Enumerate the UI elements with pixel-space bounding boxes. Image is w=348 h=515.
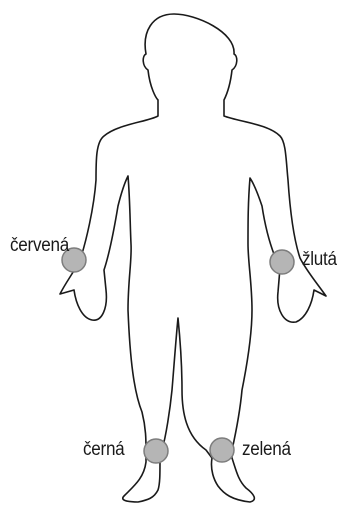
label-left-leg: zelená [242,439,291,461]
electrode-left-leg [210,438,234,462]
label-right-arm: červená [10,235,69,257]
electrode-left-arm [270,250,294,274]
electrode-right-leg [144,439,168,463]
label-left-arm: žlutá [302,249,337,271]
label-right-leg: černá [83,439,124,461]
